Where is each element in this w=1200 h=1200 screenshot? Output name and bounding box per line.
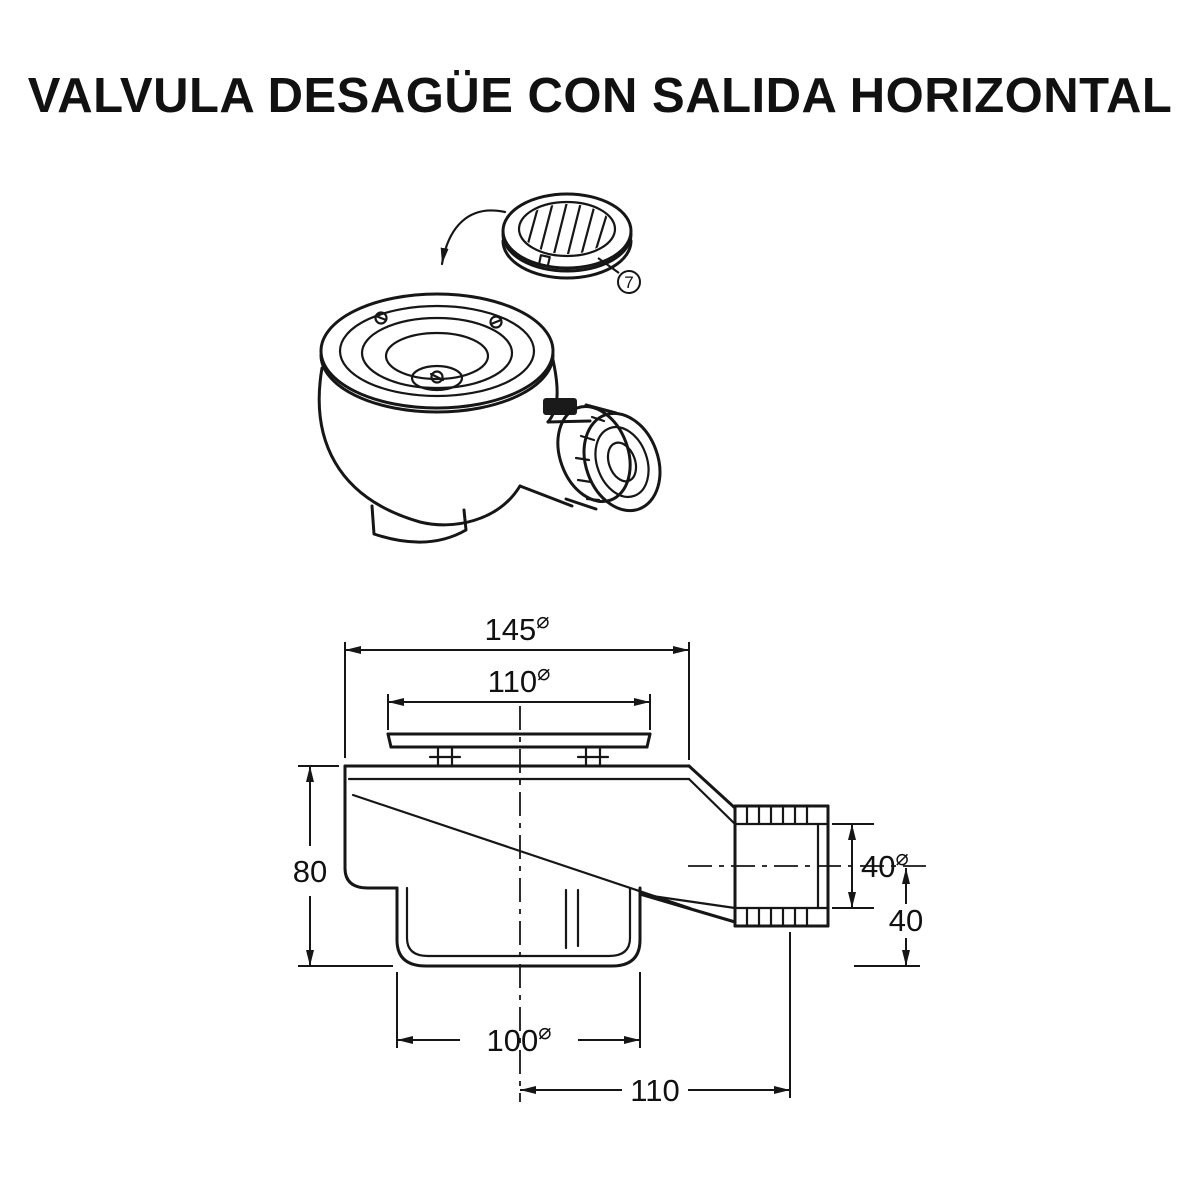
dim-label: 40 <box>889 903 923 938</box>
dim-label: 110⌀ <box>488 660 551 699</box>
diameter-symbol: ⌀ <box>895 845 908 870</box>
assembly-arrow <box>440 209 507 266</box>
dim-label: 80 <box>293 854 327 889</box>
section-view: 145⌀ 110⌀ 80 40⌀ <box>293 608 926 1108</box>
part-callout: 7 <box>597 257 641 294</box>
brand-plate <box>543 398 577 415</box>
strainer-cap <box>501 192 633 280</box>
dim-plate-width: 110⌀ <box>387 660 651 730</box>
part-callout-number: 7 <box>624 273 633 292</box>
valve-body-3d <box>317 292 662 544</box>
dim-outlet-reach: 110 <box>520 932 791 1108</box>
dim-outlet-bore: 40⌀ <box>832 823 909 909</box>
dim-label: 110 <box>630 1073 679 1108</box>
dim-bowl-width: 100⌀ <box>396 972 641 1058</box>
dim-drop-height: 40 <box>854 868 923 967</box>
flange-screw-icon <box>374 311 388 325</box>
dim-label: 145⌀ <box>485 608 550 647</box>
dim-overall-width: 145⌀ <box>344 608 690 760</box>
flange-screw-icon <box>489 315 503 329</box>
isometric-view: 7 <box>317 192 662 544</box>
diameter-symbol: ⌀ <box>538 1019 551 1044</box>
dim-body-height: 80 <box>293 765 393 967</box>
outlet-nut-3d <box>556 403 662 513</box>
diameter-symbol: ⌀ <box>536 608 549 633</box>
dim-label: 100⌀ <box>487 1019 552 1058</box>
valve-housing-section <box>343 764 737 968</box>
cover-plate <box>386 732 652 768</box>
dim-label: 40⌀ <box>861 845 909 884</box>
page-title: VALVULA DESAGÜE CON SALIDA HORIZONTAL <box>27 69 1173 123</box>
center-screw-icon <box>430 370 444 384</box>
diameter-symbol: ⌀ <box>537 660 550 685</box>
